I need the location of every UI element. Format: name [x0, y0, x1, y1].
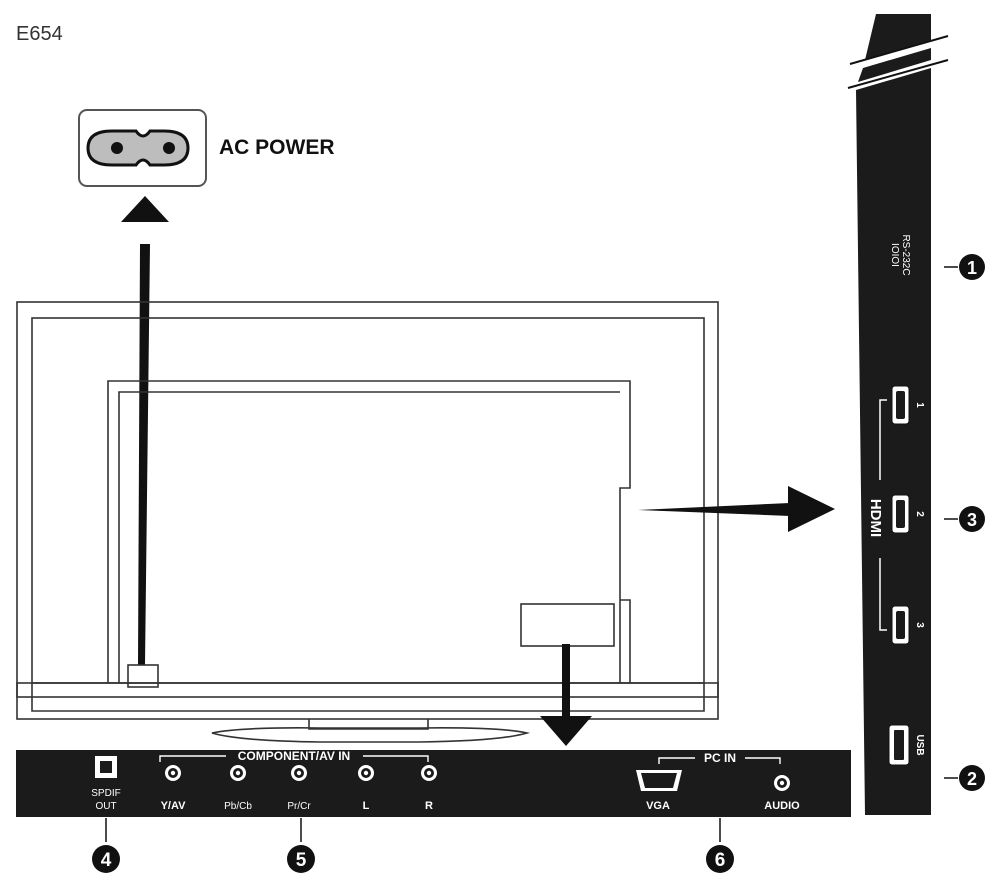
pc-audio-jack[interactable]: [774, 775, 790, 791]
component-jack-label-pb-cb: Pb/Cb: [224, 801, 252, 812]
bottom-panel-arrow: [540, 644, 592, 746]
callout-3: 3: [959, 506, 985, 532]
svg-text:4: 4: [101, 850, 112, 871]
svg-text:IOIOI: IOIOI: [889, 243, 900, 267]
callout-5: 5: [287, 845, 315, 873]
component-group-label: COMPONENT/AV IN: [238, 749, 350, 763]
svg-text:5: 5: [296, 850, 307, 871]
component-jack-pb-cb[interactable]: [230, 765, 246, 781]
side-connector-panel: [847, 14, 949, 815]
component-group-bracket: [159, 755, 429, 762]
svg-text:6: 6: [715, 850, 726, 871]
usb-port[interactable]: [888, 724, 910, 766]
hdmi-bracket: [879, 399, 887, 631]
callout-2: 2: [959, 765, 985, 791]
rs232-port-label: RS-232C IOIOI: [889, 234, 911, 275]
hdmi-port-3-label: 3: [914, 622, 925, 628]
model-label: E654: [16, 23, 63, 45]
vga-port[interactable]: [636, 770, 682, 791]
side-panel-arrow: [638, 486, 835, 532]
pc-audio-label: AUDIO: [764, 800, 800, 812]
callout-6: 6: [706, 845, 734, 873]
component-jack-label-r: R: [425, 800, 433, 812]
spdif-out-port[interactable]: [95, 756, 117, 778]
spdif-label-1: SPDIF: [91, 788, 120, 799]
ac-power-label: AC POWER: [219, 136, 335, 159]
component-jack-pr-cr[interactable]: [291, 765, 307, 781]
component-jack-y-av[interactable]: [165, 765, 181, 781]
hdmi-port-2-label: 2: [914, 511, 925, 517]
component-jack-label-y-av: Y/AV: [161, 800, 187, 812]
callout-4: 4: [92, 845, 120, 873]
hdmi-logo: HDMI: [867, 499, 884, 537]
svg-text:RS-232C: RS-232C: [900, 234, 911, 275]
component-jack-label-pr-cr: Pr/Cr: [287, 801, 311, 812]
component-jack-label-l: L: [363, 800, 370, 812]
ac-power-socket-icon: [78, 109, 207, 187]
component-jack-r[interactable]: [421, 765, 437, 781]
hdmi-port-3[interactable]: [891, 605, 910, 645]
vga-label: VGA: [646, 800, 670, 812]
svg-text:3: 3: [967, 510, 977, 530]
svg-text:2: 2: [967, 769, 977, 789]
component-jack-l[interactable]: [358, 765, 374, 781]
pc-group-label: PC IN: [704, 751, 736, 765]
usb-label: USB: [914, 734, 925, 755]
spdif-label-2: OUT: [95, 801, 116, 812]
tv-back-outline: [16, 301, 719, 743]
hdmi-port-1-label: 1: [914, 402, 925, 408]
svg-text:1: 1: [967, 258, 977, 278]
callout-1: 1: [959, 254, 985, 280]
hdmi-port-2[interactable]: [891, 494, 910, 534]
ac-power-arrow: [121, 196, 169, 665]
pc-group-bracket: [658, 757, 781, 764]
bottom-connector-panel: [16, 750, 851, 817]
hdmi-port-1[interactable]: [891, 385, 910, 425]
